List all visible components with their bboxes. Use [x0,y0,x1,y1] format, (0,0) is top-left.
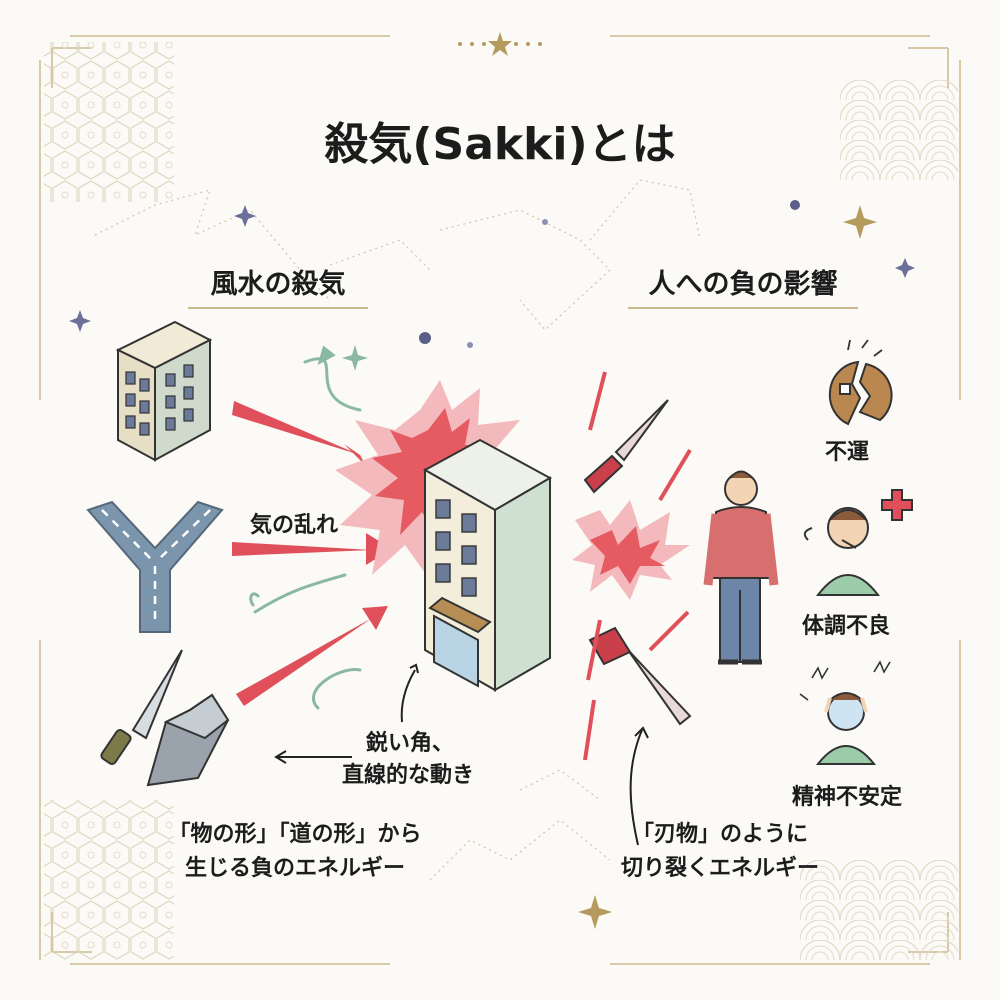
broken-coin-icon [828,339,893,426]
knife-upper [583,399,669,494]
caption-right-line1: 「刃物」のように [631,822,808,847]
central-building [422,438,553,692]
sparkle-stars [69,200,915,929]
effect-label-mental-instability: 精神不安定 [792,785,903,810]
knife-lower [588,626,692,726]
pointed-rock [146,693,230,787]
slash-burst-right [572,371,692,761]
constellation-lines [94,179,701,881]
tall-building-left [115,320,213,462]
caption-right: 「刃物」のように 切り裂くエネルギー [600,818,840,886]
section-heading-feng-shui: 風水の殺気 [188,262,368,309]
sick-person-icon [803,489,913,596]
sharp-corners-label-line1: 鋭い角、 [366,731,455,756]
attack-arrows [232,401,392,706]
corner-patterns [44,42,958,960]
top-ornament [458,32,542,56]
caption-left: 「物の形」「道の形」から 生じる負のエネルギー [130,818,460,886]
section-heading-effects: 人への負の影響 [628,262,858,309]
effect-label-bad-luck: 不運 [825,440,870,465]
qi-disturbance-label: 気の乱れ [250,513,339,538]
caption-right-line2: 切り裂くエネルギー [620,856,819,881]
flow-arrows [249,345,362,710]
caption-left-line1: 「物の形」「道の形」から [168,822,422,847]
callout-arrows [274,663,649,846]
effect-label-poor-health: 体調不良 [802,614,891,639]
caption-left-line2: 生じる負のエネルギー [184,856,405,881]
knife-left [100,649,183,766]
stressed-person-icon [799,660,891,765]
y-junction-road [86,500,224,633]
page-title: 殺気(Sakki)とは [324,119,676,170]
person-standing [703,470,779,665]
sharp-corners-label-line2: 直線的な動き [342,763,475,788]
